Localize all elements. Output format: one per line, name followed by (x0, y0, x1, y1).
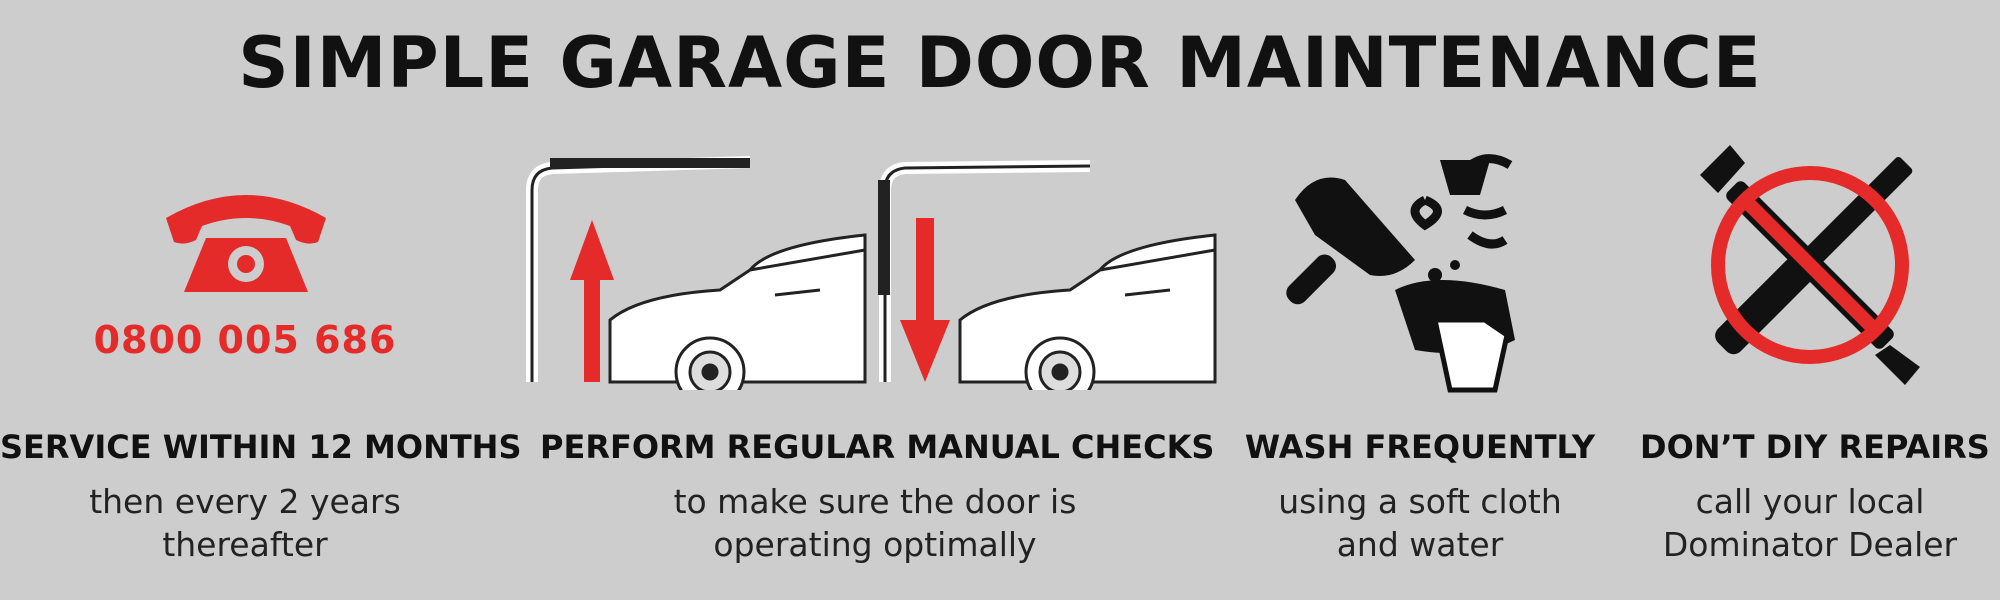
garage-door-close-diagram (878, 160, 1217, 390)
car-illustration-right (958, 233, 1217, 390)
sub-service: then every 2 years thereafter (60, 480, 430, 566)
sub-manual-checks: to make sure the door is operating optim… (630, 480, 1120, 566)
sub-no-diy-line2: Dominator Dealer (1662, 525, 1958, 564)
sub-manual-checks-line2: operating optimally (713, 525, 1037, 564)
prohibition-circle (1711, 166, 1909, 364)
sub-service-line1: then every 2 years (89, 482, 401, 521)
arrow-up-icon (570, 220, 614, 382)
sub-wash: using a soft cloth and water (1260, 480, 1580, 566)
brush-icon (1286, 177, 1415, 305)
car-illustration-left (608, 233, 867, 390)
no-tools-icon (1700, 145, 1920, 385)
phone-number[interactable]: 0800 005 686 (93, 318, 397, 362)
page-title: SIMPLE GARAGE DOOR MAINTENANCE (238, 22, 1762, 104)
garage-door-open-diagram (526, 156, 867, 390)
hand-cloth-icon (1395, 260, 1515, 393)
prohibition-slash (1740, 195, 1880, 335)
heading-wash: WASH FREQUENTLY (1244, 428, 1596, 466)
cleaning-tools-icon (1286, 154, 1515, 393)
arrow-down-icon (900, 218, 950, 382)
heading-service: SERVICE WITHIN 12 MONTHS (0, 428, 522, 466)
sub-manual-checks-line1: to make sure the door is (673, 482, 1077, 521)
sub-service-line2: thereafter (162, 525, 328, 564)
garage-door-open-close-illustration (526, 156, 1217, 390)
heading-manual-checks: PERFORM REGULAR MANUAL CHECKS (540, 428, 1215, 466)
sub-wash-line1: using a soft cloth (1278, 482, 1562, 521)
sub-no-diy-line1: call your local (1695, 482, 1925, 521)
sub-no-diy: call your local Dominator Dealer (1640, 480, 1980, 566)
telephone-icon (166, 195, 326, 292)
heading-no-diy: DON’T DIY REPAIRS (1640, 428, 1990, 466)
sub-wash-line2: and water (1336, 525, 1504, 564)
